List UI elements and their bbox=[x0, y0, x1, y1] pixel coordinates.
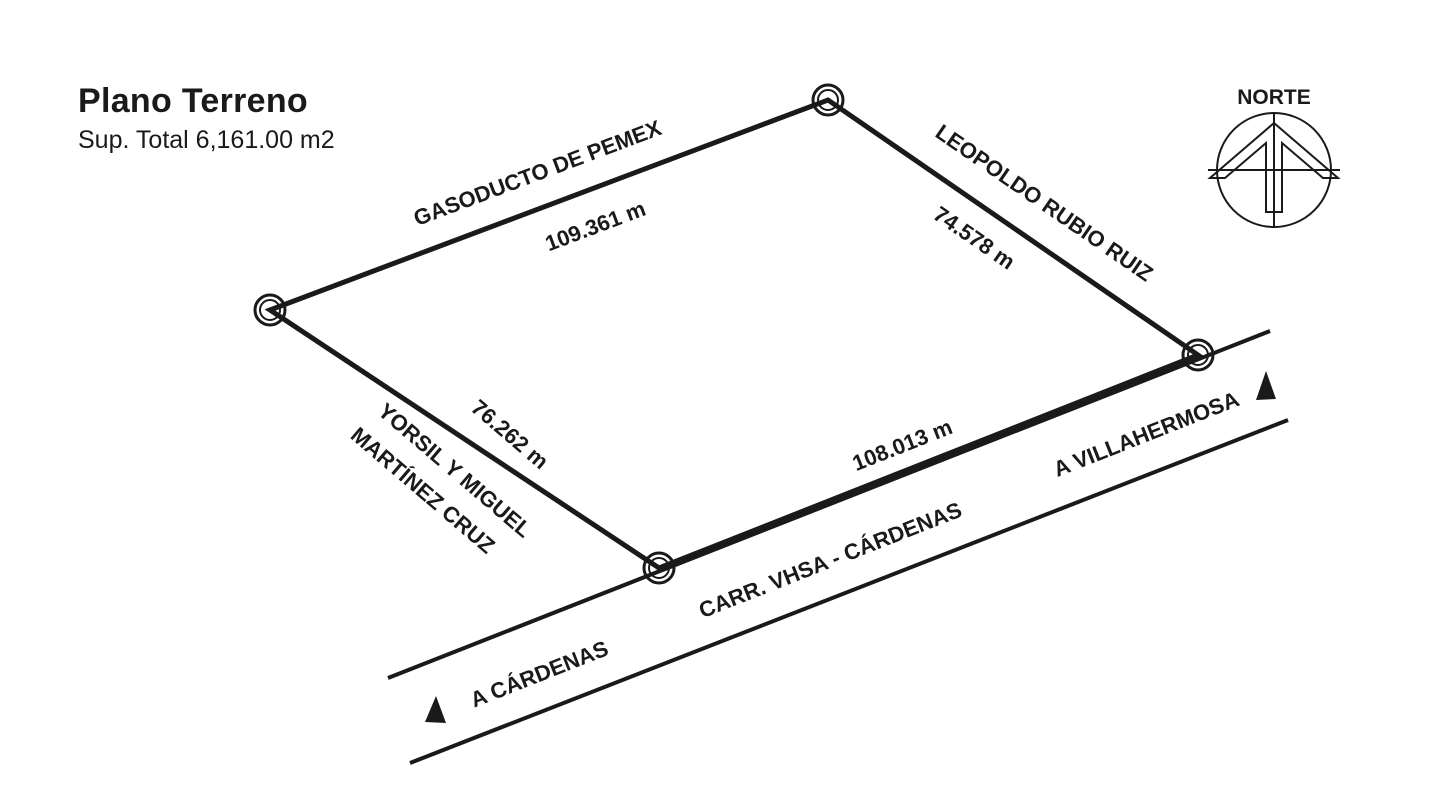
east-neighbor-label: LEOPOLDO RUBIO RUIZ bbox=[931, 119, 1157, 286]
corner-marker-west bbox=[253, 293, 287, 327]
arrow-left-icon bbox=[425, 696, 446, 723]
north-compass: NORTE bbox=[1207, 86, 1341, 228]
west-length-label: 76.262 m bbox=[466, 395, 553, 474]
corner-marker-north bbox=[811, 83, 845, 117]
road-edge-south bbox=[409, 418, 1289, 765]
property-boundary bbox=[264, 97, 1204, 571]
corner-marker-south bbox=[642, 551, 676, 585]
corner-marker-east bbox=[1181, 338, 1215, 372]
page-subtitle: Sup. Total 6,161.00 m2 bbox=[78, 126, 335, 154]
compass-icon bbox=[1207, 112, 1341, 228]
north-label: NORTE bbox=[1237, 86, 1311, 109]
road-edge-north bbox=[387, 329, 1271, 680]
north-length-label: 109.361 m bbox=[542, 196, 649, 256]
south-length-label: 108.013 m bbox=[849, 414, 956, 476]
page-title: Plano Terreno bbox=[78, 82, 308, 120]
east-length-label: 74.578 m bbox=[929, 201, 1020, 274]
to-cardenas-label: A CÁRDENAS bbox=[467, 636, 612, 713]
arrow-right-icon bbox=[1256, 371, 1276, 400]
